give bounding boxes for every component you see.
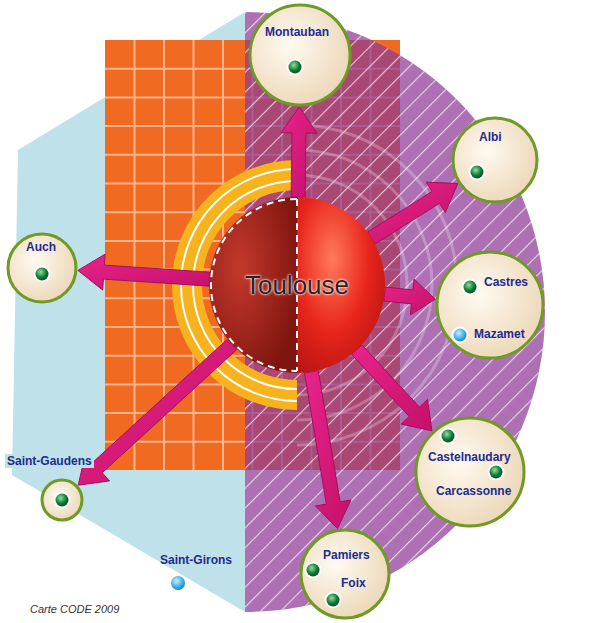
central-sphere: Toulouse (209, 197, 385, 373)
node-shape (248, 3, 352, 107)
flow-arrow (305, 371, 351, 529)
city-circle: CastresMazamet (435, 250, 545, 360)
node-shape (451, 116, 539, 204)
town-dot (287, 59, 304, 76)
city-name: Saint-Gaudens (5, 454, 94, 468)
node-shape (40, 478, 84, 522)
town-dot (54, 492, 71, 509)
city-circle: Montauban (248, 3, 352, 107)
flow-arrow (78, 254, 210, 290)
city-name: Albi (479, 130, 502, 144)
town-dot (452, 327, 469, 344)
city-name: Carcassonne (436, 484, 511, 498)
flow-arrow (78, 339, 237, 485)
town-dot (469, 164, 486, 181)
town-dot (462, 279, 479, 296)
node-shape (299, 528, 391, 620)
flow-arrow (281, 107, 317, 197)
town-dot (440, 428, 457, 445)
node-shape (414, 416, 526, 528)
node-shape (435, 250, 545, 360)
city-name: Pamiers (323, 548, 370, 562)
city-circle: Saint-Gaudens (40, 478, 84, 522)
town-dot (305, 562, 322, 579)
city-name: Auch (26, 240, 56, 254)
city-circle: Albi (451, 116, 539, 204)
flow-arrow (352, 345, 432, 431)
saint-girons-dot (169, 574, 187, 592)
flow-arrow (368, 182, 458, 244)
town-dot (488, 464, 505, 481)
city-circle: PamiersFoix (299, 528, 391, 620)
town-label: Saint-Girons (160, 553, 232, 567)
flow-arrow (384, 279, 435, 315)
town-dot (34, 266, 51, 283)
city-name: Castres (484, 275, 528, 289)
city-name: Foix (341, 576, 366, 590)
city-name: Montauban (265, 25, 329, 39)
city-name: Mazamet (474, 327, 525, 341)
city-name: Castelnaudary (428, 450, 511, 464)
city-circle: CastelnaudaryCarcassonne (414, 416, 526, 528)
map-caption: Carte CODE 2009 (30, 603, 119, 615)
city-circle: Auch (6, 232, 78, 304)
town-dot (325, 592, 342, 609)
hub-name: Toulouse (245, 270, 349, 300)
